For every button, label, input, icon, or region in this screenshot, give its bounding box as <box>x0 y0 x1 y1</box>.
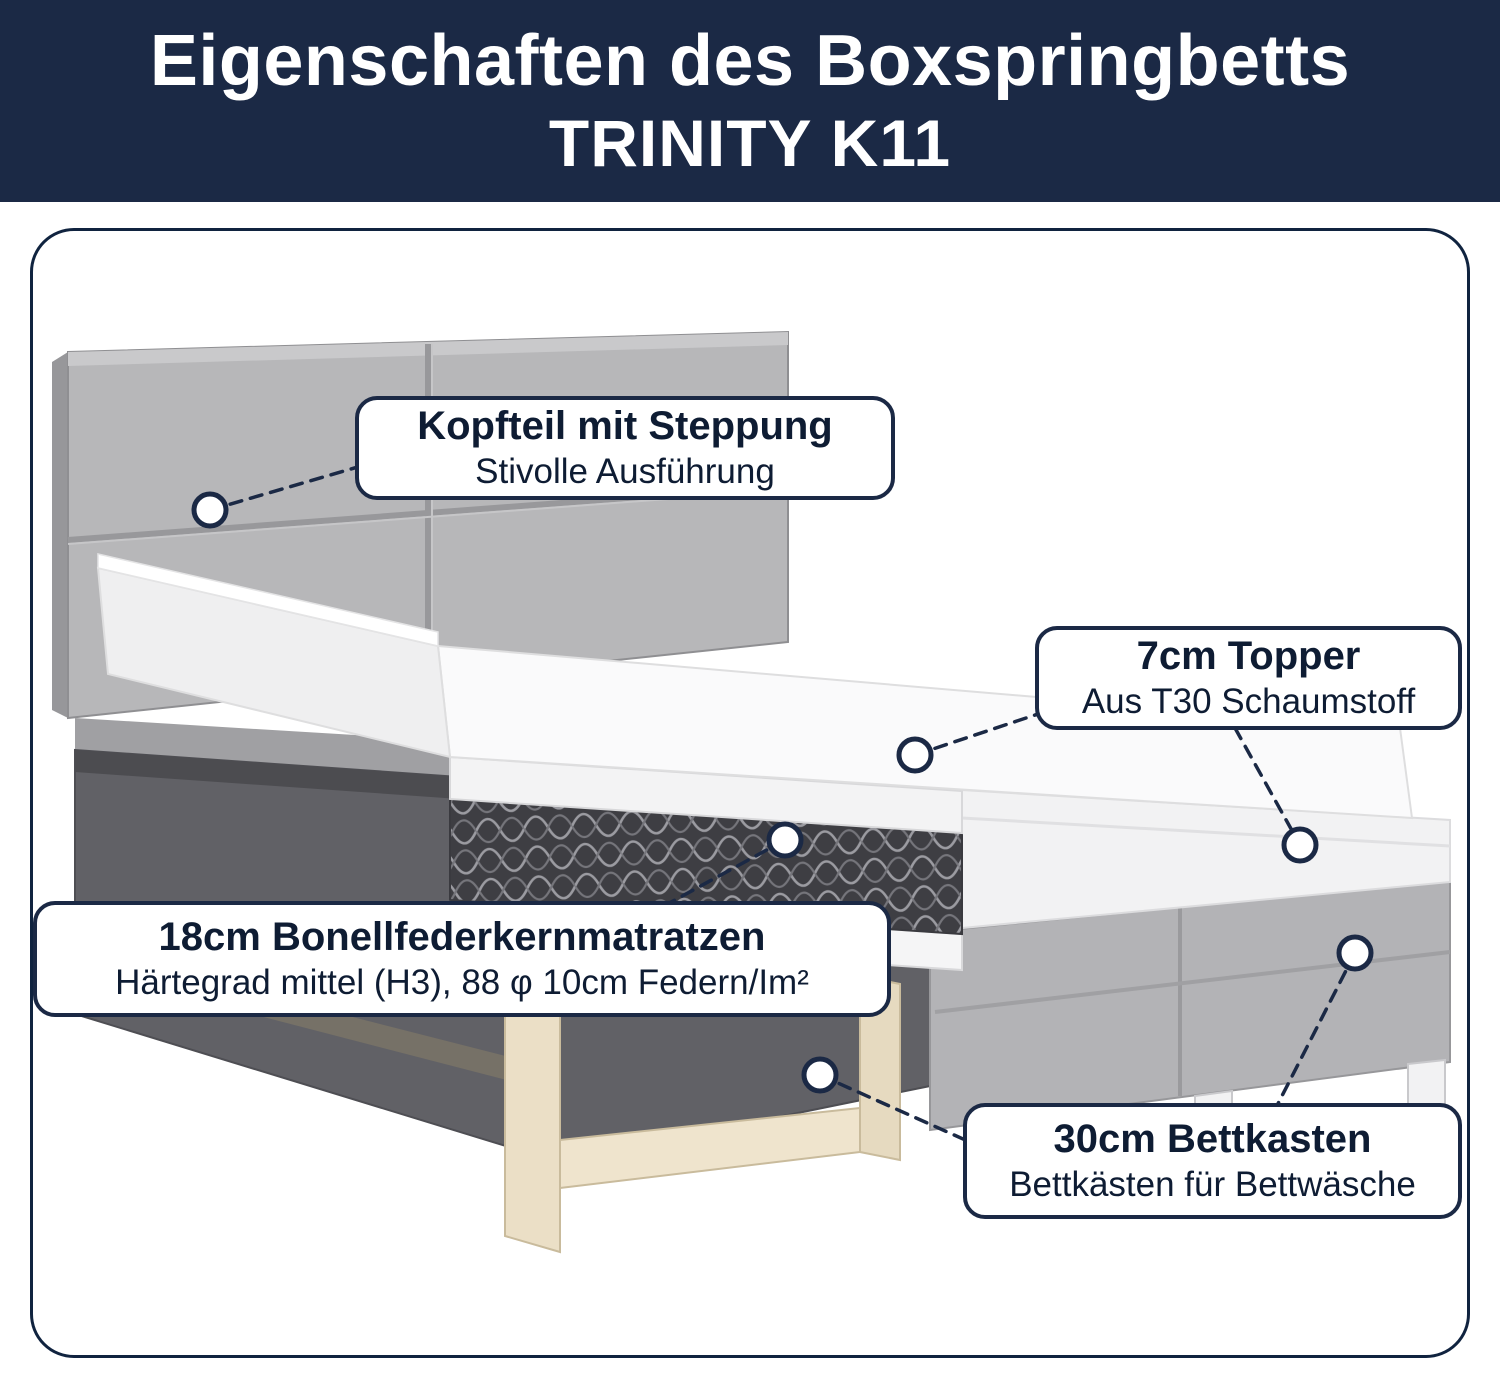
callout-topper-title: 7cm Topper <box>1136 634 1361 679</box>
callout-bettkasten-subtitle: Bettkästen für Bettwäsche <box>1009 1165 1416 1205</box>
anchor-dot-springs <box>766 821 804 859</box>
anchor-dot-mattress-side <box>1281 826 1319 864</box>
headboard-side-edge <box>52 352 68 718</box>
content-frame <box>30 228 1470 1358</box>
anchor-dot-base <box>1336 934 1374 972</box>
wood-post-left <box>504 998 561 1254</box>
callout-matratze-subtitle: Härtegrad mittel (H3), 88 φ 10cm Federn/… <box>115 963 809 1003</box>
callout-topper: 7cm Topper Aus T30 Schaumstoff <box>1035 626 1462 730</box>
topper <box>96 553 1414 820</box>
wooden-frame <box>454 794 901 1254</box>
callout-kopfteil: Kopfteil mit Steppung Stivolle Ausführun… <box>355 396 895 500</box>
anchor-dot-kopfteil <box>191 491 229 529</box>
page-subtitle: TRINITY K11 <box>548 106 952 181</box>
mattress-top-border <box>449 755 963 835</box>
callout-bettkasten-title: 30cm Bettkasten <box>1053 1117 1372 1162</box>
page-title: Eigenschaften des Boxspringbetts <box>149 21 1351 102</box>
wood-rail-bottom <box>559 1106 861 1190</box>
callout-topper-subtitle: Aus T30 Schaumstoff <box>1081 682 1416 722</box>
callout-kopfteil-title: Kopfteil mit Steppung <box>417 404 833 449</box>
leader-line-topper-side <box>1233 726 1302 847</box>
callout-kopfteil-subtitle: Stivolle Ausführung <box>475 452 775 492</box>
topper-edge-seam <box>961 816 1451 848</box>
anchor-dots <box>191 491 1374 1094</box>
anchor-dot-storage <box>801 1056 839 1094</box>
topper-rolled-edge <box>97 553 439 647</box>
callout-bettkasten: 30cm Bettkasten Bettkästen für Bettwäsch… <box>963 1103 1462 1219</box>
anchor-dot-topper <box>896 736 934 774</box>
header-banner: Eigenschaften des Boxspringbetts TRINITY… <box>0 0 1500 202</box>
callout-matratze-title: 18cm Bonellfederkernmatratzen <box>158 915 766 960</box>
callout-matratze: 18cm Bonellfederkernmatratzen Härtegrad … <box>33 901 891 1017</box>
